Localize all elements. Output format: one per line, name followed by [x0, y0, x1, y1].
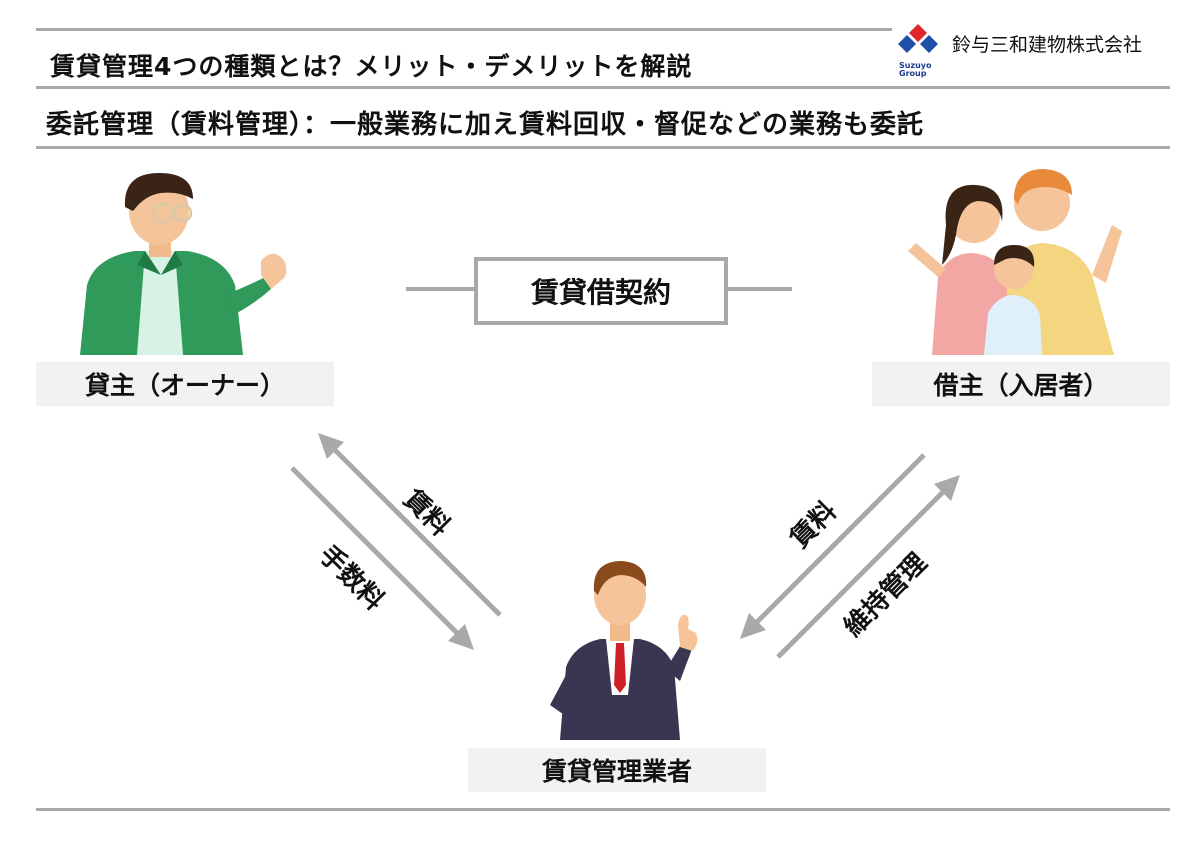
- page-title: 賃貸管理4つの種類とは？メリット・デメリットを解説: [50, 52, 693, 81]
- contract-line-left: [406, 287, 476, 291]
- arrowhead-manager-left: [448, 624, 474, 650]
- manager-illustration: [550, 561, 698, 740]
- page-subtitle: 委託管理（賃料管理）：一般業務に加え賃料回収・督促などの業務も委託: [46, 110, 925, 140]
- arrowhead-tenant: [934, 475, 960, 501]
- arrow-manager-to-tenant: [776, 485, 950, 659]
- contract-line-right: [724, 287, 792, 291]
- owner-illustration: [80, 173, 287, 355]
- tenant-illustration: [908, 169, 1122, 355]
- arrow-owner-to-manager: [290, 466, 464, 640]
- arrow-manager-to-owner: [328, 443, 502, 617]
- tenant-label: 借主（入居者）: [872, 362, 1170, 406]
- arrow-tenant-to-manager: [750, 453, 926, 629]
- logo-mark-icon: [898, 24, 938, 53]
- contract-label: 賃貸借契約: [530, 276, 671, 309]
- arrowhead-manager-right: [740, 613, 766, 639]
- header-top-rule: [36, 28, 892, 31]
- logo-text-group: Group: [899, 69, 927, 78]
- company-logo: Suzuyo Group: [896, 22, 940, 78]
- company-name: 鈴与三和建物株式会社: [952, 34, 1143, 56]
- header-mid-rule: [36, 86, 1170, 89]
- arrowhead-owner: [318, 433, 344, 459]
- manager-label: 賃貸管理業者: [468, 748, 766, 792]
- contract-box: 賃貸借契約: [474, 257, 728, 325]
- footer-rule: [36, 808, 1170, 811]
- header-bottom-rule: [36, 146, 1170, 149]
- logo-text-suzuyo: Suzuyo: [899, 61, 932, 70]
- owner-label: 貸主（オーナー）: [36, 362, 334, 406]
